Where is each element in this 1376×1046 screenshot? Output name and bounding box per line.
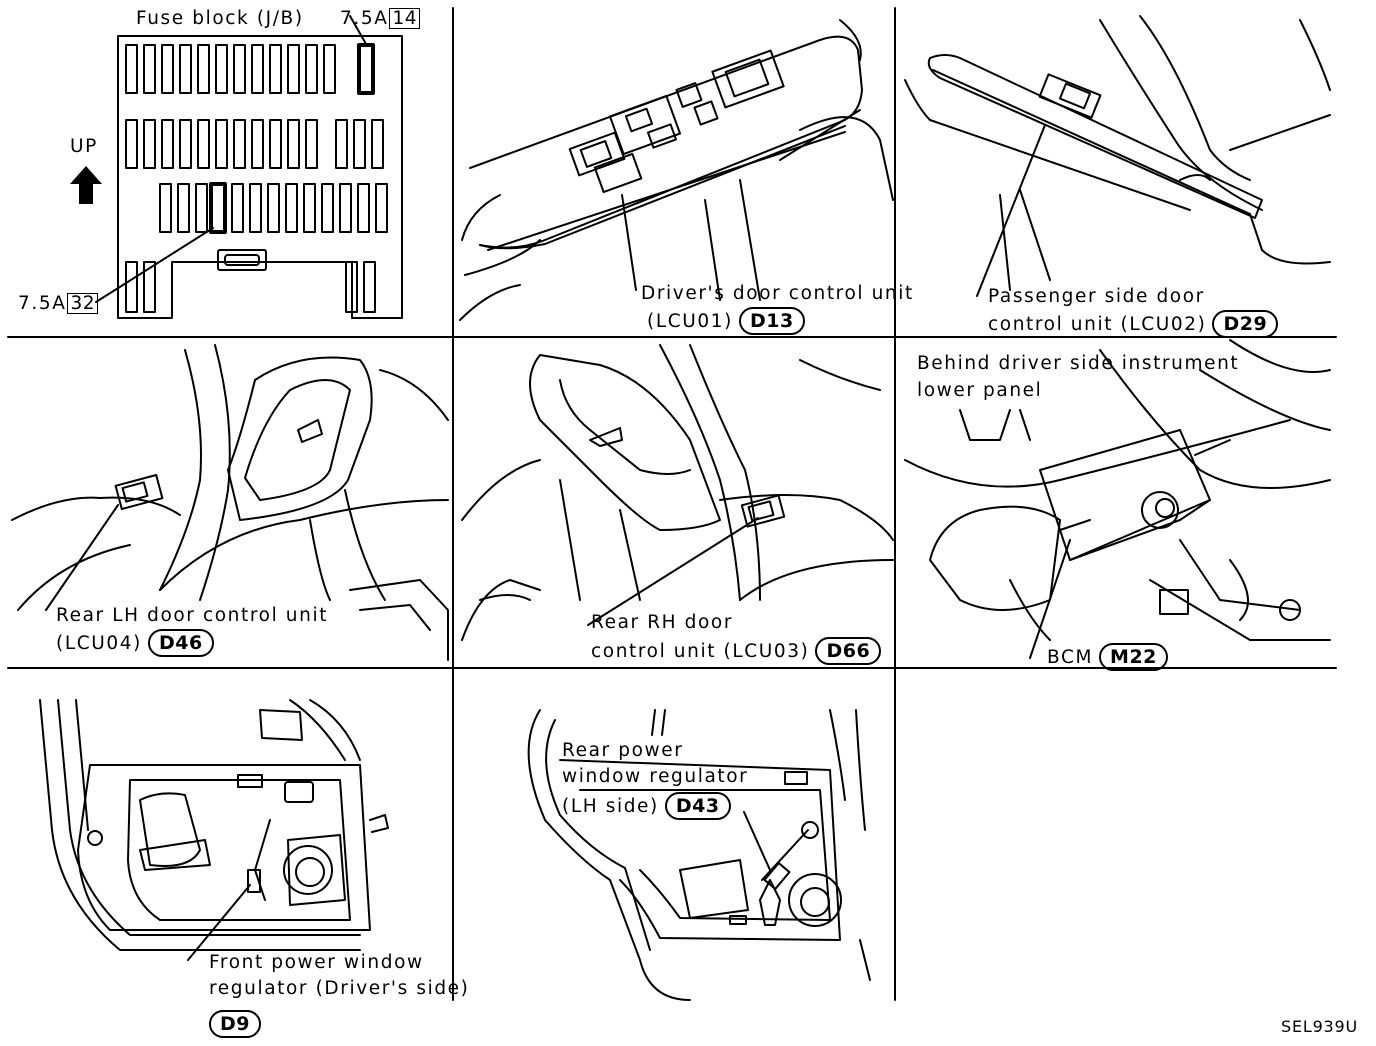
fuse-32-number: 32 — [67, 293, 99, 314]
drivers-door-label-line2: (LCU01)D13 — [647, 307, 805, 335]
rear-window-regulator-drawing — [527, 709, 871, 1001]
fuse-slot — [161, 119, 174, 169]
passenger-door-connector-code: D29 — [1212, 310, 1279, 338]
fuse-slot — [125, 261, 138, 313]
passenger-door-label-line2: control unit (LCU02)D29 — [988, 310, 1279, 338]
fuse-slot — [375, 183, 388, 233]
fuse-block-drawing — [95, 15, 403, 319]
rear-lh-door-drawing — [11, 344, 449, 661]
rear-rh-door-label-line2: control unit (LCU03)D66 — [591, 637, 882, 665]
fuse-slot — [267, 183, 280, 233]
fuse-slot — [303, 183, 316, 233]
fuse-slot — [323, 44, 336, 94]
fuse-slot — [233, 44, 246, 94]
rear-regulator-label-line1: Rear power — [562, 740, 684, 761]
fuse-slot — [371, 119, 384, 169]
panel-grid-lines — [7, 7, 1337, 1001]
rear-lh-door-connector-code: D46 — [147, 629, 214, 657]
fuse-14-rating: 7.5A — [340, 8, 389, 29]
fuse-slot — [197, 119, 210, 169]
fuse-slot — [177, 183, 190, 233]
figure-id: SEL939U — [1281, 1017, 1359, 1036]
fuse-slot — [249, 183, 262, 233]
fuse-slot — [143, 119, 156, 169]
fuse-14-number: 14 — [389, 8, 421, 29]
front-regulator-code-wrap: D9 — [203, 1010, 261, 1038]
rear-regulator-label-line2: window regulator — [562, 766, 749, 787]
fuse-slot — [195, 183, 208, 233]
fuse-slot — [125, 119, 138, 169]
fuse-slot — [335, 119, 348, 169]
passenger-door-label-line1: Passenger side door — [988, 286, 1205, 307]
fuse-slot — [143, 261, 156, 313]
fuse-slot — [231, 183, 244, 233]
fuse-slot — [305, 44, 318, 94]
fuse-slot — [353, 119, 366, 169]
front-regulator-label-line1: Front power window — [209, 952, 424, 973]
fuse-slot — [321, 183, 334, 233]
bcm-location-drawing — [904, 339, 1331, 659]
rear-lh-door-label-line1: Rear LH door control unit — [56, 605, 329, 626]
fuse-slot — [345, 261, 358, 313]
up-arrow-icon — [70, 166, 102, 204]
fuse-slot — [179, 119, 192, 169]
fuse-slot — [159, 183, 172, 233]
fuse-slot — [287, 119, 300, 169]
fuse-slot — [287, 44, 300, 94]
fuse-slot — [363, 261, 376, 313]
fuse-32-rating: 7.5A — [18, 293, 67, 314]
fuse-slot — [269, 44, 282, 94]
up-label: UP — [70, 136, 98, 157]
drivers-door-lcu: (LCU01) — [647, 311, 733, 332]
bcm-name: BCM — [1047, 647, 1094, 668]
fuse-slot — [285, 183, 298, 233]
fuse-slot — [125, 44, 138, 94]
passenger-door-lcu: control unit (LCU02) — [988, 314, 1207, 335]
fuse-slot — [305, 119, 318, 169]
front-window-regulator-drawing — [39, 699, 389, 961]
front-regulator-connector-code: D9 — [209, 1010, 261, 1038]
rear-regulator-label-line3: (LH side)D43 — [562, 792, 731, 820]
rear-lh-door-label-line2: (LCU04)D46 — [56, 629, 214, 657]
drivers-door-label-line1: Driver's door control unit — [641, 283, 914, 304]
fuse-slot — [161, 44, 174, 94]
bcm-location-line2: lower panel — [917, 380, 1043, 401]
bcm-location-line1: Behind driver side instrument — [917, 353, 1240, 374]
fuse-slot — [357, 183, 370, 233]
fuse-slot — [339, 183, 352, 233]
rear-rh-door-drawing — [461, 344, 894, 641]
rear-rh-door-connector-code: D66 — [815, 637, 882, 665]
fuse-slot — [197, 44, 210, 94]
fuse-slot — [251, 44, 264, 94]
fuse-slot — [233, 119, 246, 169]
bcm-connector-code: M22 — [1099, 643, 1168, 671]
fuse-slot — [179, 44, 192, 94]
rear-lh-door-lcu: (LCU04) — [56, 633, 142, 654]
fuse-block-title: Fuse block (J/B) — [136, 8, 304, 29]
rear-rh-door-lcu: control unit (LCU03) — [591, 641, 810, 662]
passenger-door-switch-drawing — [904, 15, 1331, 297]
fuse-slot — [215, 44, 228, 94]
rear-regulator-connector-code: D43 — [664, 792, 731, 820]
front-regulator-label-line2: regulator (Driver's side) — [209, 978, 470, 999]
rear-regulator-side: (LH side) — [562, 796, 659, 817]
drivers-door-connector-code: D13 — [738, 307, 805, 335]
fuse-slot — [251, 119, 264, 169]
fuse-slot — [269, 119, 282, 169]
fuse-slot — [215, 119, 228, 169]
rear-rh-door-label-line1: Rear RH door — [591, 612, 734, 633]
drivers-door-switch-drawing — [459, 19, 894, 321]
fuse-slot — [143, 44, 156, 94]
